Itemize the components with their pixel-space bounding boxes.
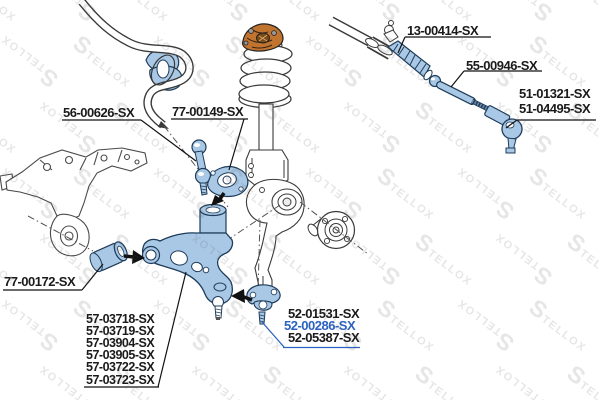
label-inner-tie-rod[interactable]: 55-00946-SX — [466, 58, 538, 73]
label-stabilizer-link[interactable]: 56-00626-SX — [63, 105, 135, 120]
leader-lines — [3, 36, 596, 388]
label-arm-variant[interactable]: 57-03722-SX — [86, 360, 155, 375]
steering-rack-drawing — [328, 16, 523, 154]
label-arm-variant[interactable]: 57-03904-SX — [86, 335, 155, 350]
label-arm-variant[interactable]: 57-03719-SX — [86, 323, 155, 338]
strut-top-mount — [242, 23, 284, 52]
wheel-hub-drawing — [307, 210, 356, 250]
control-arm-part — [141, 203, 234, 320]
center-line — [27, 215, 94, 252]
inner-tie-rod-part — [436, 81, 492, 113]
assembly-arrows — [123, 192, 253, 303]
label-tie-rod-end-b[interactable]: 51-04495-SX — [519, 101, 591, 116]
highlight-leader — [261, 321, 360, 349]
label-steering-boot[interactable]: 13-00414-SX — [407, 23, 479, 38]
label-ball-joint-c[interactable]: 52-05387-SX — [288, 330, 360, 345]
center-line — [163, 125, 229, 208]
steering-boot-part — [386, 40, 431, 78]
label-arm-variant[interactable]: 57-03905-SX — [86, 348, 155, 363]
arm-front-bushing-part — [89, 241, 128, 273]
label-arm-rear-mount[interactable]: 77-00149-SX — [172, 104, 244, 119]
center-lines — [213, 201, 369, 293]
label-ball-joint-b-highlighted[interactable]: 52-00286-SX — [284, 318, 356, 333]
label-arm-variant[interactable]: 57-03718-SX — [86, 311, 155, 326]
arm-rear-mount-part — [207, 166, 249, 198]
steering-knuckle-drawing — [245, 178, 305, 292]
subframe-drawing — [0, 147, 148, 257]
tie-rod-end-part — [484, 105, 523, 154]
label-arm-front-bushing[interactable]: 77-00172-SX — [4, 274, 76, 289]
control-arm-variants-list: 57-03718-SX 57-03719-SX 57-03904-SX 57-0… — [86, 311, 155, 387]
ball-joint-part — [246, 284, 281, 325]
label-tie-rod-end-a[interactable]: 51-01321-SX — [519, 86, 591, 101]
label-ball-joint-a[interactable]: 52-01531-SX — [288, 306, 360, 321]
stabilizer-link-part — [191, 139, 212, 196]
strut-spring-drawing — [238, 23, 293, 187]
label-arm-variant[interactable]: 57-03723-SX — [86, 372, 155, 387]
stabilizer-bar-drawing — [78, 0, 194, 129]
